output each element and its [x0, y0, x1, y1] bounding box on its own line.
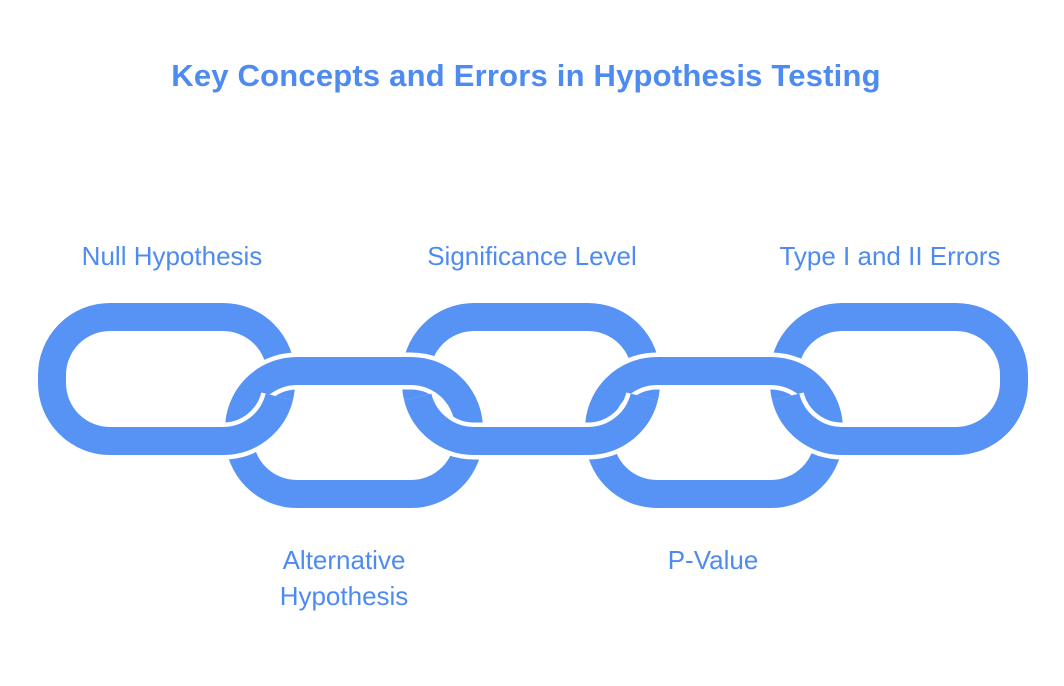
label-significance-level: Significance Level [427, 241, 637, 271]
label-alternative-hypothesis: Alternative Hypothesis [279, 545, 409, 611]
label-type-errors: Type I and II Errors [779, 241, 1001, 271]
page-title: Key Concepts and Errors in Hypothesis Te… [171, 58, 881, 93]
label-p-value: P-Value [667, 545, 759, 575]
chain-weave-overlap-3 [560, 391, 663, 460]
chain-weave-overlap-2 [399, 391, 502, 460]
chain-weave-overlap-4 [767, 391, 870, 460]
label-null-hypothesis: Null Hypothesis [81, 241, 263, 271]
chain-weave-overlap-1 [195, 391, 298, 460]
